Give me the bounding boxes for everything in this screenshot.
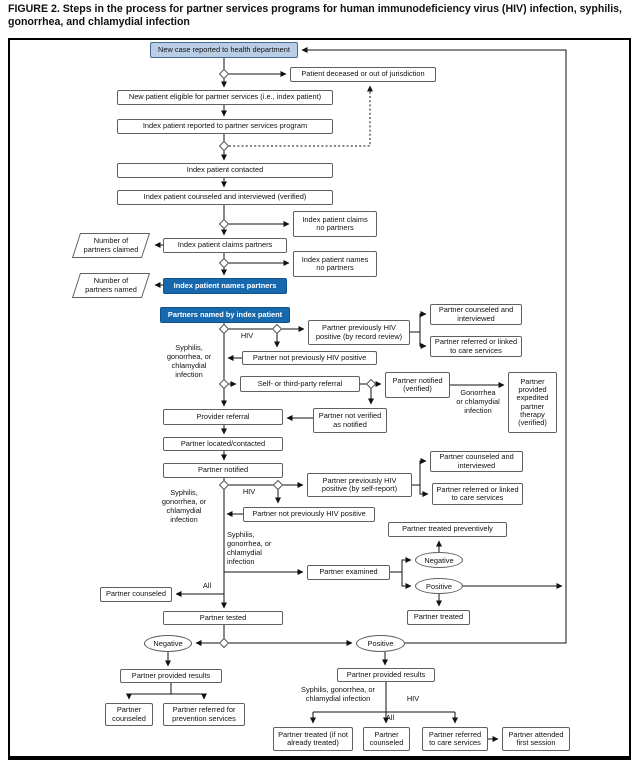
node-partner-counseled-interviewed-2: Partner counseled and interviewed	[430, 451, 523, 472]
figure-title: FIGURE 2. Steps in the process for partn…	[8, 3, 622, 28]
node-number-partners-named: Number of partners named	[71, 273, 151, 298]
node-partner-counseled-positive: Partner counseled	[363, 727, 410, 751]
node-partner-treated: Partner treated	[407, 610, 470, 625]
node-treated-preventively: Partner treated preventively	[388, 522, 507, 537]
label-hiv-record: HIV	[240, 331, 254, 340]
label-sgc-record: Syphilis, gonorrhea, or chlamydial infec…	[166, 343, 212, 379]
label-hiv-self: HIV	[242, 487, 256, 496]
node-names-partners: Index patient names partners	[163, 278, 287, 294]
node-attended-first-session: Partner attended first session	[502, 727, 570, 751]
label-hiv-results: HIV	[406, 694, 420, 703]
node-provider-referral: Provider referral	[163, 409, 283, 425]
node-prev-hiv-self-report: Partner previously HIV positive (by self…	[307, 473, 412, 497]
node-not-prev-hiv-2: Partner not previously HIV positive	[243, 507, 375, 522]
node-reported-to-program: Index patient reported to partner servic…	[117, 119, 333, 134]
parallelogram-label: Number of partners named	[85, 275, 137, 294]
node-new-case: New case reported to health department	[150, 42, 298, 58]
node-provided-results-positive: Partner provided results	[337, 668, 435, 682]
node-partner-counseled-negative: Partner counseled	[105, 703, 153, 726]
node-partner-referred-care-1: Partner referred or linked to care servi…	[430, 336, 522, 357]
node-partners-named: Partners named by index patient	[160, 307, 290, 323]
node-partner-referred-care-2: Partner referred or linked to care servi…	[432, 483, 523, 505]
node-number-partners-claimed: Number of partners claimed	[71, 233, 151, 258]
node-partner-located: Partner located/contacted	[163, 437, 283, 451]
node-positive-exam: Positive	[415, 578, 463, 594]
node-partner-counseled-all: Partner counseled	[100, 587, 172, 602]
dotted-connector	[229, 85, 373, 147]
node-expedited-partner-therapy: Partner provided expedited partner thera…	[508, 372, 557, 433]
solid-connectors	[126, 47, 567, 742]
node-new-patient-eligible: New patient eligible for partner service…	[117, 90, 333, 105]
node-partner-tested: Partner tested	[163, 611, 283, 625]
node-partner-counseled-interviewed-1: Partner counseled and interviewed	[430, 304, 522, 325]
node-claims-partners: Index patient claims partners	[163, 238, 287, 253]
node-provided-results-negative: Partner provided results	[120, 669, 222, 683]
node-referred-care-services: Partner referred to care services	[422, 727, 488, 751]
node-prev-hiv-record-review: Partner previously HIV positive (by reco…	[308, 320, 410, 345]
label-gonorrhea-chlamydia: Gonorrhea or chlamydial infection	[456, 388, 500, 415]
node-not-verified-as-notified: Partner not verified as notified	[313, 408, 387, 433]
node-positive-test: Positive	[356, 635, 405, 652]
node-partner-examined: Partner examined	[307, 565, 390, 580]
node-negative-exam: Negative	[415, 552, 463, 568]
node-negative-test: Negative	[144, 635, 192, 652]
node-names-no-partners: Index patient names no partners	[293, 251, 377, 277]
parallelogram-label: Number of partners claimed	[83, 235, 139, 254]
label-sgc-results: Syphilis, gonorrhea, or chlamydial infec…	[301, 685, 375, 703]
label-sgc-exam: Syphilis, gonorrhea, or chlamydial infec…	[227, 530, 272, 566]
node-partner-notified-verified: Partner notified (verified)	[385, 372, 450, 398]
node-referred-prevention-services: Partner referred for prevention services	[163, 703, 245, 726]
label-all-results: All	[385, 713, 395, 722]
node-patient-deceased: Patient deceased or out of jurisdiction	[290, 67, 436, 82]
node-index-contacted: Index patient contacted	[117, 163, 333, 178]
node-index-counseled-interviewed: Index patient counseled and interviewed …	[117, 190, 333, 205]
node-treated-if-needed: Partner treated (if not already treated)	[273, 727, 353, 751]
node-claims-no-partners: Index patient claims no partners	[293, 211, 377, 237]
node-not-prev-hiv-1: Partner not previously HIV positive	[242, 351, 377, 365]
label-all-tested: All	[202, 581, 212, 590]
node-partner-notified: Partner notified	[163, 463, 283, 478]
label-sgc-self: Syphilis, gonorrhea, or chlamydial infec…	[161, 488, 207, 524]
decision-diamonds	[218, 68, 377, 649]
node-self-third-party-referral: Self- or third-party referral	[240, 376, 360, 392]
